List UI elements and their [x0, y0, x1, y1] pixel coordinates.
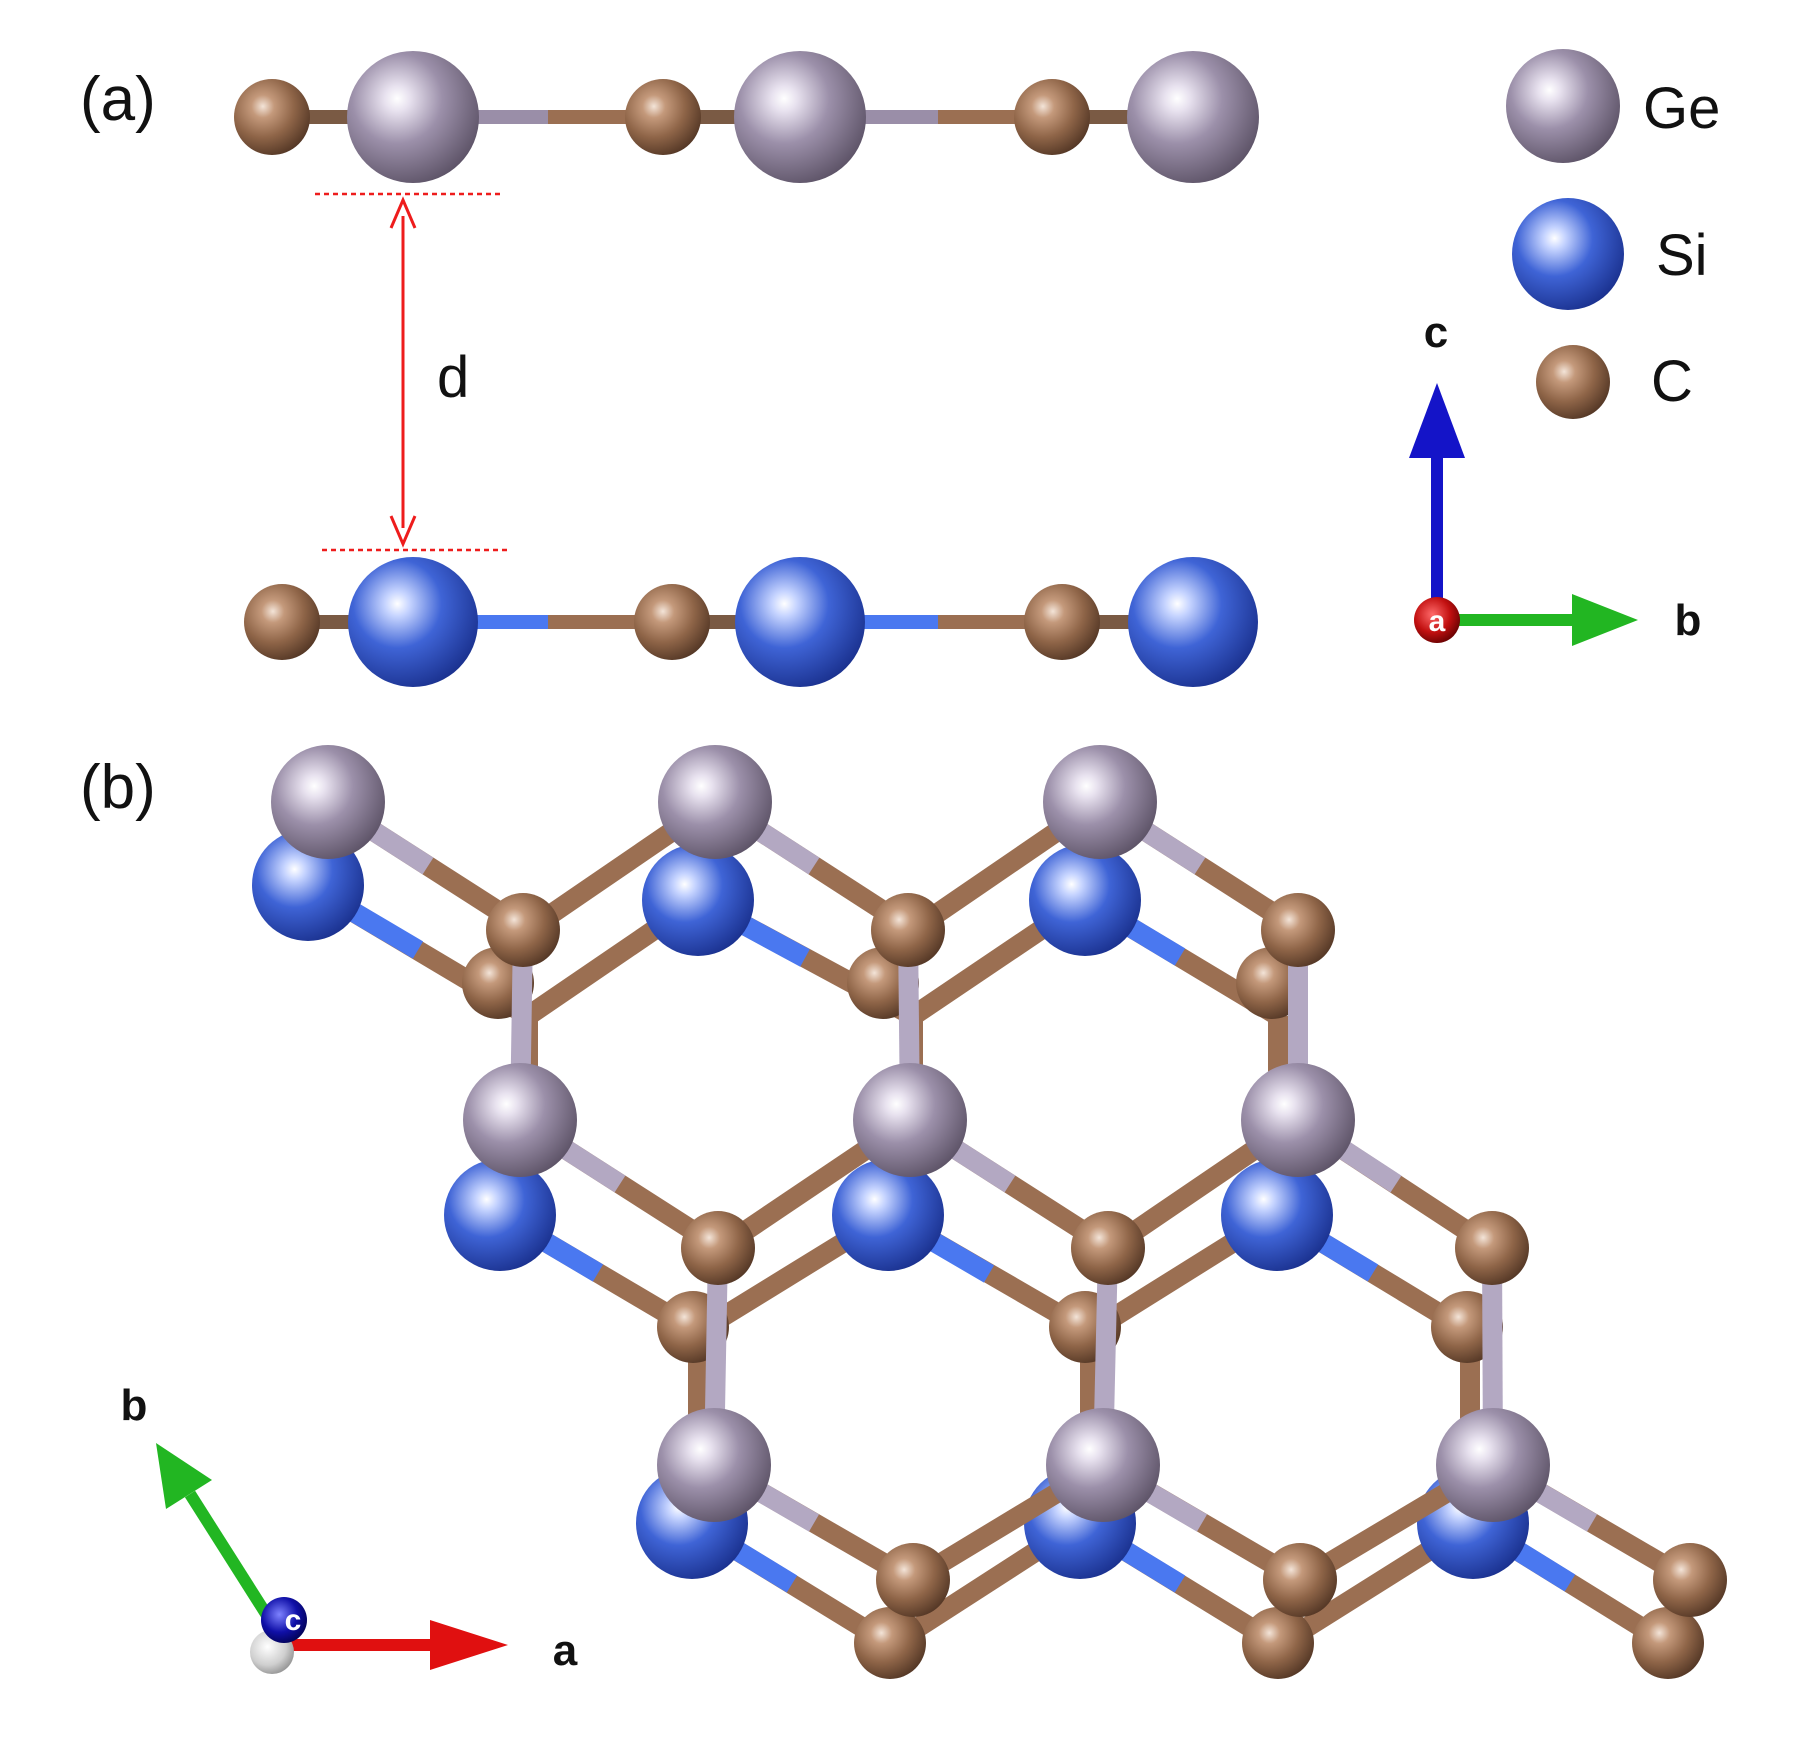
atom-c — [634, 584, 710, 660]
atom-c — [1455, 1211, 1529, 1285]
atom-c — [1261, 893, 1335, 967]
atom-ge — [463, 1063, 577, 1177]
atom-c — [234, 79, 310, 155]
distance-arrow-head-up — [389, 196, 417, 229]
axis-a-label: a — [553, 1626, 578, 1675]
atom-ge — [853, 1063, 967, 1177]
atom-ge — [658, 745, 772, 859]
atom-c — [1653, 1543, 1727, 1617]
atom-ge — [657, 1408, 771, 1522]
atom-ge — [1241, 1063, 1355, 1177]
axis-c-arrowhead — [1409, 383, 1465, 458]
axes-indicator-b: c b a — [121, 1381, 578, 1675]
atom-si — [1128, 557, 1258, 687]
axis-c-origin-icon — [261, 1597, 307, 1643]
atom-ge — [1046, 1408, 1160, 1522]
axes-indicator-a: a c b — [1409, 308, 1701, 646]
panel-b-label: (b) — [80, 753, 156, 822]
axis-c-origin-label: c — [285, 1604, 302, 1637]
panel-b-top-view: (b) — [80, 745, 1727, 1679]
atom-c — [876, 1543, 950, 1617]
element-legend: Ge Si C — [1506, 49, 1720, 419]
legend-item-ge: Ge — [1506, 49, 1720, 163]
axis-b-label: b — [1675, 596, 1702, 645]
atom-c — [681, 1211, 755, 1285]
atom-ge — [1043, 745, 1157, 859]
axis-b-shaft — [184, 1490, 274, 1621]
atom-c — [486, 893, 560, 967]
atom-ge — [1436, 1408, 1550, 1522]
atom-ge — [734, 51, 866, 183]
interlayer-distance-label: d — [437, 345, 469, 410]
axis-b-label: b — [121, 1381, 148, 1430]
atom-c — [854, 1607, 926, 1679]
axis-b-arrowhead — [156, 1443, 212, 1509]
atom-si — [642, 844, 754, 956]
atom-ge — [1127, 51, 1259, 183]
atom-c — [1263, 1543, 1337, 1617]
atom-c — [1242, 1607, 1314, 1679]
atom-ge — [347, 51, 479, 183]
interlayer-distance-indicator: d — [315, 192, 507, 552]
atom-si — [735, 557, 865, 687]
atom-c — [1632, 1607, 1704, 1679]
legend-swatch-ge — [1506, 49, 1620, 163]
axis-b-arrowhead — [1572, 594, 1638, 646]
atom-c — [244, 584, 320, 660]
gec-layer-side — [234, 51, 1259, 183]
legend-swatch-c — [1536, 345, 1610, 419]
gec-layer-top-atoms — [271, 745, 1727, 1617]
legend-label-si: Si — [1656, 223, 1708, 288]
distance-arrow-head-down — [389, 515, 417, 548]
atom-si — [832, 1159, 944, 1271]
atom-c — [625, 79, 701, 155]
atom-c — [871, 893, 945, 967]
atom-c — [1014, 79, 1090, 155]
legend-item-c: C — [1536, 345, 1693, 419]
atom-c — [1024, 584, 1100, 660]
axis-c-label: c — [1424, 308, 1448, 357]
sic-layer-side — [244, 557, 1258, 687]
atom-si — [1029, 844, 1141, 956]
atom-si — [444, 1159, 556, 1271]
axis-a-arrowhead — [430, 1620, 508, 1670]
panel-a-side-view: (a) d — [80, 51, 1259, 687]
axis-a-origin-label: a — [1429, 605, 1446, 638]
legend-label-ge: Ge — [1643, 76, 1720, 141]
atom-c — [1071, 1211, 1145, 1285]
panel-a-label: (a) — [80, 65, 156, 134]
atom-ge — [271, 745, 385, 859]
legend-label-c: C — [1651, 349, 1693, 414]
axis-a-origin-icon — [1414, 597, 1460, 643]
legend-swatch-si — [1512, 198, 1624, 310]
atom-si — [1221, 1159, 1333, 1271]
atom-si — [348, 557, 478, 687]
legend-item-si: Si — [1512, 198, 1708, 310]
